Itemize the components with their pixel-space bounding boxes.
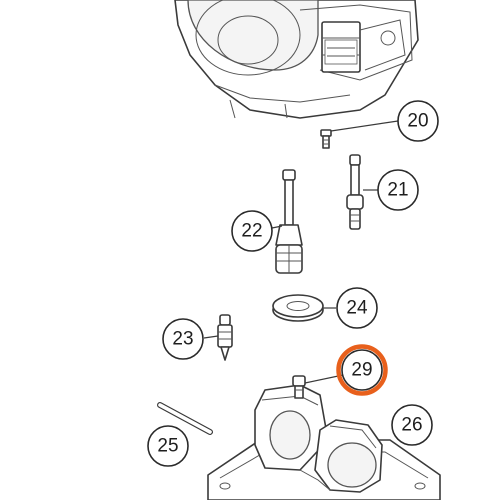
callout-25-label: 25 (157, 436, 178, 457)
carburetor-body-stamp (324, 39, 358, 65)
callout-22[interactable]: 22 (231, 210, 273, 252)
part-23-float-needle (217, 314, 233, 361)
callout-26[interactable]: 26 (391, 404, 433, 446)
callout-29[interactable]: 29 (336, 344, 388, 396)
part-21-needle-jet (346, 154, 364, 230)
part-22-jet-holder (275, 169, 303, 274)
part-26-float-assembly (207, 384, 441, 500)
callout-20-label: 20 (407, 111, 428, 132)
callout-21-label: 21 (387, 180, 408, 201)
callout-23-label: 23 (172, 329, 193, 350)
callout-22-label: 22 (241, 221, 262, 242)
callout-24[interactable]: 24 (336, 287, 378, 329)
leader-lines (203, 120, 399, 384)
part-24-washer (272, 294, 324, 322)
callout-29-highlight-ring (336, 344, 388, 396)
callout-21[interactable]: 21 (377, 169, 419, 211)
part-29-float-pin (292, 375, 306, 399)
callout-29-label: 29 (351, 360, 372, 381)
part-25-pin (157, 402, 213, 435)
callout-20[interactable]: 20 (397, 100, 439, 142)
carburetor-body (174, 0, 419, 119)
callout-24-label: 24 (346, 298, 368, 319)
callout-25[interactable]: 25 (147, 425, 189, 467)
callout-23[interactable]: 23 (162, 318, 204, 360)
callout-26-label: 26 (401, 415, 422, 436)
part-20-screw (320, 129, 332, 149)
